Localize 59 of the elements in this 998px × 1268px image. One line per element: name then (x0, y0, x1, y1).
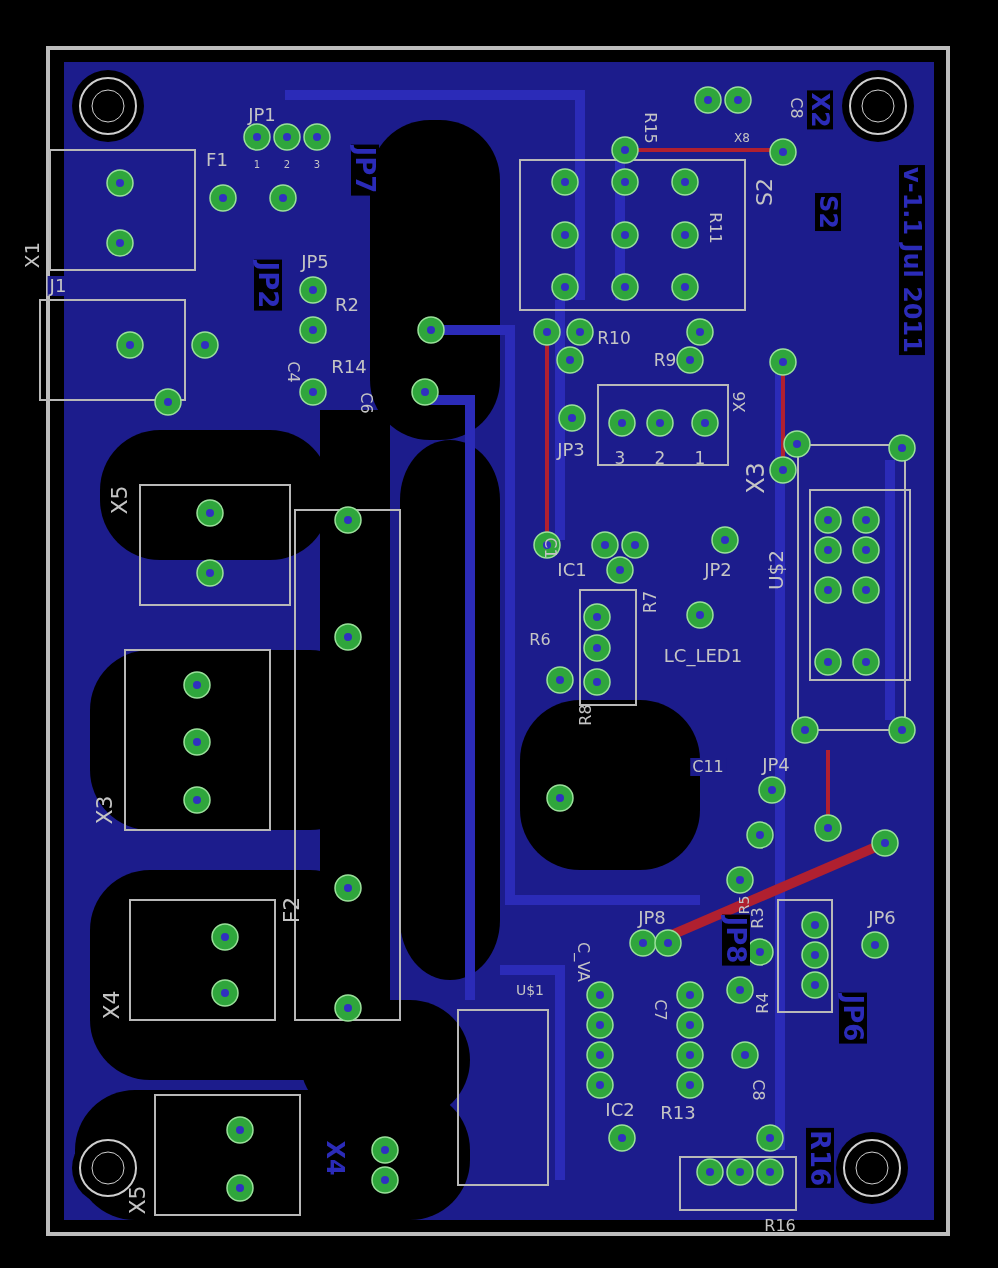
component-label: JP3 (557, 441, 585, 459)
component-label: LC_LED1 (663, 647, 743, 665)
component-label: X5 (127, 1185, 149, 1215)
component-label: 1 (694, 449, 706, 467)
component-label: S2 (754, 178, 776, 206)
component-label: X3 (744, 462, 768, 494)
component-label: X5 (109, 485, 131, 515)
component-label: C8 (750, 1079, 766, 1101)
component-label: R10 (597, 329, 631, 347)
component-label: JP4 (762, 756, 790, 774)
component-label: C6 (358, 392, 374, 414)
component-label: R11 (707, 212, 723, 244)
component-label: JP7 (351, 144, 379, 196)
component-label: C7 (652, 999, 668, 1021)
component-label: IC2 (605, 1101, 635, 1119)
component-label: 1 (253, 160, 261, 170)
component-label: U$2 (766, 549, 786, 591)
component-label: C1 (542, 537, 558, 559)
component-label: JP8 (638, 909, 666, 927)
component-label: R6 (529, 632, 551, 648)
component-label: R15 (642, 112, 658, 144)
component-label: X8 (732, 131, 752, 145)
component-label: R2 (335, 296, 359, 314)
component-label: R5 (737, 895, 751, 915)
component-label: X4 (101, 990, 123, 1020)
component-label: JP2 (254, 259, 282, 311)
component-label: U$1 (515, 983, 545, 997)
component-label: v-1.1 Jul 2011 (899, 165, 925, 355)
component-label: R4 (755, 992, 771, 1014)
component-label: X2 (807, 90, 833, 130)
component-label: JP6 (839, 992, 867, 1044)
component-label: S2 (815, 193, 841, 231)
component-label: X3 (94, 795, 116, 825)
component-label: JP1 (248, 106, 276, 124)
component-label: JP2 (704, 561, 732, 579)
component-label: 3 (313, 160, 321, 170)
component-label: C_VA (575, 942, 591, 982)
component-label: R13 (660, 1104, 696, 1122)
component-label: IC1 (557, 561, 587, 579)
component-label: 2 (283, 160, 291, 170)
component-label: C11 (690, 758, 726, 776)
component-label: X6 (732, 391, 748, 413)
component-label: R8 (578, 704, 594, 726)
component-label: F1 (206, 151, 228, 169)
component-label: R3 (750, 907, 766, 929)
component-label: 2 (654, 449, 666, 467)
component-label: R7 (641, 590, 659, 614)
component-label: X1 (22, 241, 42, 269)
component-label: R16 (764, 1218, 796, 1234)
component-label: JP5 (301, 253, 329, 271)
component-label: C8 (788, 97, 804, 119)
component-label: R9 (653, 351, 677, 369)
component-label: JP8 (722, 914, 750, 966)
component-label: R16 (806, 1127, 834, 1189)
component-label: C4 (285, 361, 301, 383)
component-label: JP6 (868, 909, 896, 927)
component-label: R14 (331, 358, 367, 376)
component-label: 3 (614, 449, 626, 467)
component-label: F2 (281, 896, 303, 924)
